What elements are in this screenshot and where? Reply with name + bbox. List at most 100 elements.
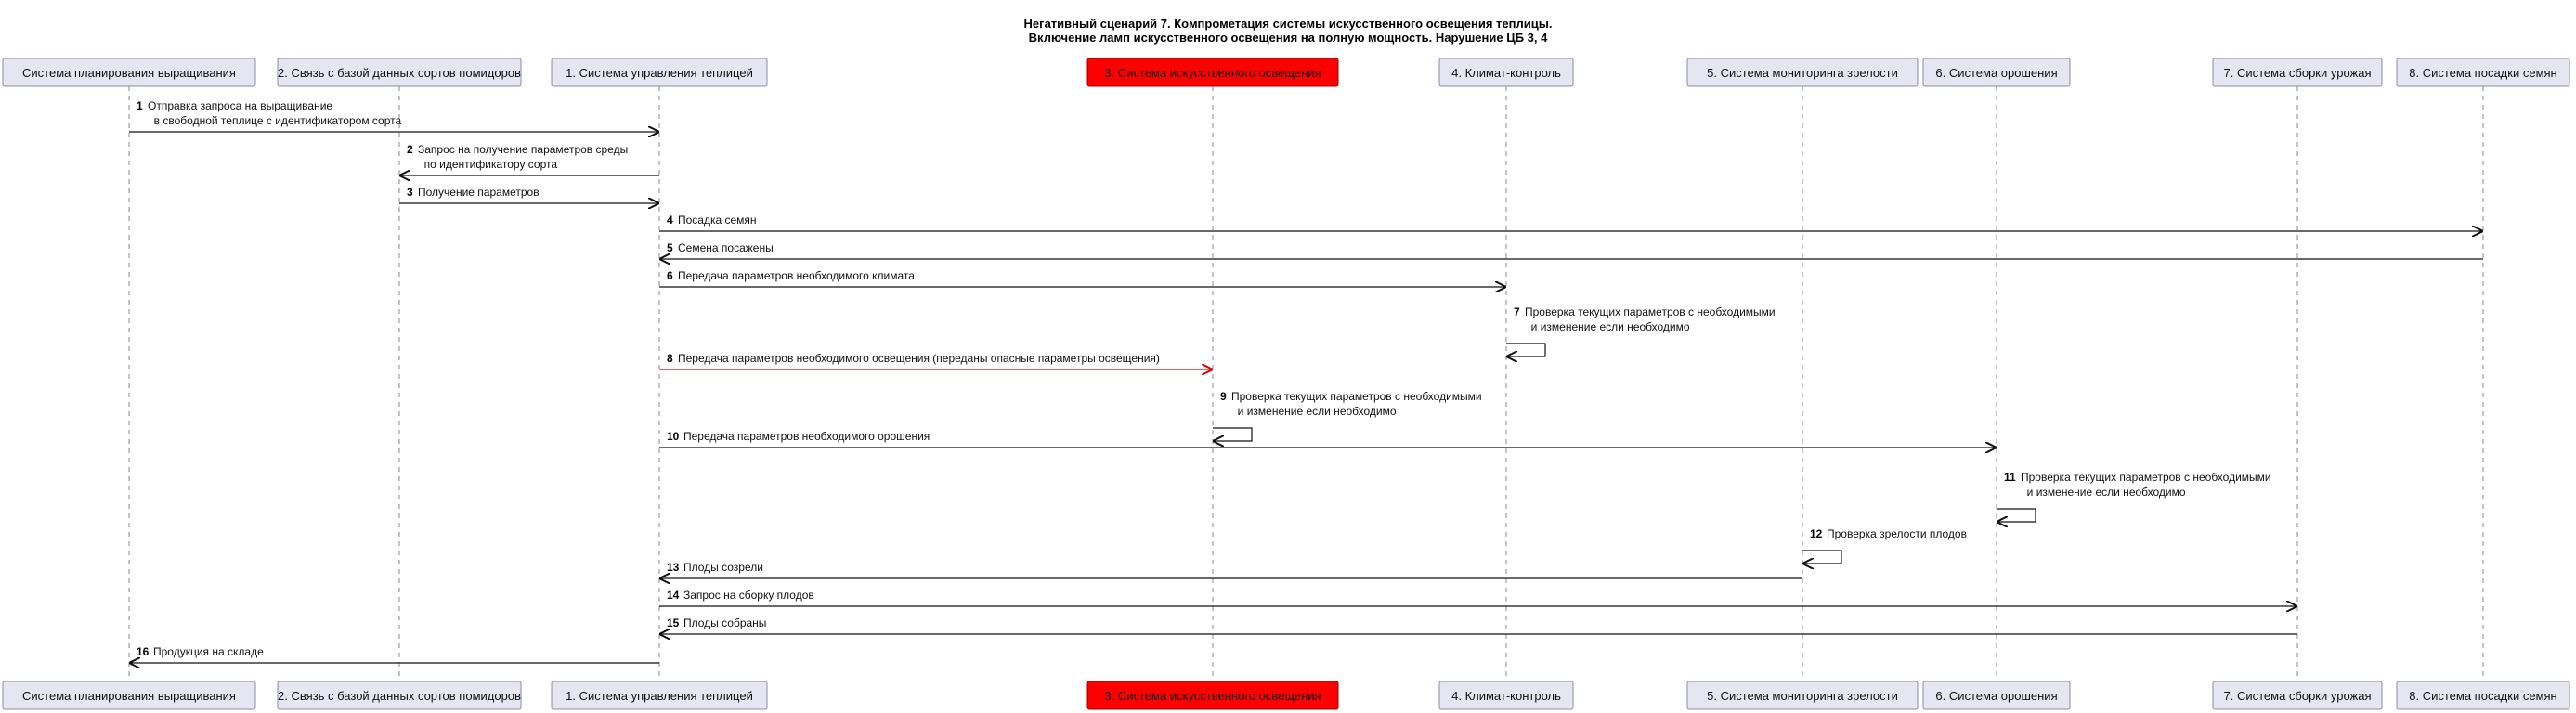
message-label: Запрос на сборку плодов	[683, 589, 814, 602]
lifelines	[128, 86, 2484, 681]
participant-label: 3. Система искусственного освещения	[1104, 66, 1321, 80]
participant-box	[1922, 58, 2071, 87]
message-label: Проверка текущих параметров с необходимы…	[1525, 305, 1776, 318]
participant-plant-bottom: 8. Система посадки семян	[2396, 681, 2570, 710]
participant-box	[1686, 58, 1919, 87]
message-label: Проверка зрелости плодов	[1827, 527, 1967, 540]
message-number: 3	[407, 186, 413, 199]
diagram-title-line-1: Негативный сценарий 7. Компрометация сис…	[1024, 17, 1553, 31]
participant-box	[1686, 681, 1919, 710]
participant-box	[2212, 58, 2383, 87]
participant-label: 2. Связь с базой данных сортов помидоров	[278, 66, 521, 80]
message-number: 10	[667, 430, 680, 443]
participant-label: 5. Система мониторинга зрелости	[1707, 689, 1898, 703]
participant-label: 6. Система орошения	[1935, 66, 2057, 80]
participant-box	[1086, 58, 1339, 87]
participant-label: 7. Система сборки урожая	[2223, 66, 2371, 80]
message-number: 13	[667, 561, 680, 574]
participant-db-top: 2. Связь с базой данных сортов помидоров	[277, 58, 522, 87]
message-label: Проверка текущих параметров с необходимы…	[1231, 390, 1482, 403]
message-label: Отправка запроса на выращивание	[148, 99, 332, 112]
participant-box	[2, 58, 256, 87]
participant-box	[2, 681, 256, 710]
participant-climate-bottom: 4. Климат-контроль	[1438, 681, 1574, 710]
message-number: 9	[1220, 390, 1227, 403]
message-label: Посадка семян	[678, 214, 757, 227]
participant-box	[2396, 58, 2570, 87]
participant-box	[1438, 681, 1574, 710]
participant-ctrl-top: 1. Система управления теплицей	[551, 58, 768, 87]
participant-box	[551, 681, 768, 710]
message-7: 7 Проверка текущих параметров с необходим…	[1506, 305, 1776, 356]
participant-box	[277, 681, 522, 710]
participant-label: Система планирования выращивания	[22, 66, 236, 80]
participant-harvest-top: 7. Система сборки урожая	[2212, 58, 2383, 87]
participant-box	[551, 58, 768, 87]
participant-label: 5. Система мониторинга зрелости	[1707, 66, 1898, 80]
message-label: Плоды собраны	[683, 616, 766, 629]
participant-label: 4. Климат-контроль	[1451, 689, 1561, 703]
message-label: Передача параметров необходимого орошени…	[683, 430, 930, 443]
participant-label: 1. Система управления теплицей	[566, 689, 753, 703]
participant-label: 3. Система искусственного освещения	[1104, 689, 1321, 703]
diagram-title-line-2: Включение ламп искусственного освещения …	[1029, 31, 1548, 45]
message-label: Получение параметров	[418, 186, 540, 199]
participant-harvest-bottom: 7. Система сборки урожая	[2212, 681, 2383, 710]
participant-climate-top: 4. Климат-контроль	[1438, 58, 1574, 87]
participant-box	[1086, 681, 1339, 710]
message-number: 5	[667, 241, 673, 254]
message-3: 3 Получение параметров	[399, 186, 659, 203]
message-number: 7	[1514, 305, 1520, 318]
participant-light-top: 3. Система искусственного освещения	[1086, 58, 1339, 87]
self-message-arrow	[1997, 508, 2036, 522]
participant-plant-top: 8. Система посадки семян	[2396, 58, 2570, 87]
participant-box	[1438, 58, 1574, 87]
participant-label: 8. Система посадки семян	[2409, 66, 2556, 80]
participant-label: Система планирования выращивания	[22, 689, 236, 703]
message-label: по идентификатору сорта	[418, 158, 557, 171]
self-message-arrow	[1506, 343, 1546, 356]
participant-plan-top: Система планирования выращивания	[2, 58, 256, 87]
participant-box	[277, 58, 522, 87]
message-9: 9 Проверка текущих параметров с необходим…	[1213, 390, 1482, 441]
message-number: 4	[667, 214, 673, 227]
message-label: в свободной теплице с идентификатором со…	[148, 114, 401, 127]
message-label: и изменение если необходимо	[1231, 405, 1397, 418]
participant-box	[2396, 681, 2570, 710]
message-label: Передача параметров необходимого освещен…	[678, 352, 1160, 365]
message-number: 14	[667, 589, 680, 602]
message-label: и изменение если необходимо	[1525, 320, 1690, 333]
message-number: 2	[407, 143, 413, 156]
participant-label: 1. Система управления теплицей	[566, 66, 753, 80]
message-number: 8	[667, 352, 673, 365]
message-4: 4 Посадка семян	[659, 214, 2483, 231]
participant-plan-bottom: Система планирования выращивания	[2, 681, 256, 710]
message-12: 12 Проверка зрелости плодов	[1802, 527, 1967, 564]
participant-label: 8. Система посадки семян	[2409, 689, 2556, 703]
participant-db-bottom: 2. Связь с базой данных сортов помидоров	[277, 681, 522, 710]
participant-ripe-top: 5. Система мониторинга зрелости	[1686, 58, 1919, 87]
self-message-arrow	[1213, 427, 1253, 441]
message-number: 16	[137, 645, 150, 658]
participant-water-bottom: 6. Система орошения	[1922, 681, 2071, 710]
participant-water-top: 6. Система орошения	[1922, 58, 2071, 87]
participant-box	[2212, 681, 2383, 710]
participant-label: 2. Связь с базой данных сортов помидоров	[278, 689, 521, 703]
participant-label: 6. Система орошения	[1935, 689, 2057, 703]
message-number: 12	[1810, 527, 1823, 540]
message-number: 11	[2004, 471, 2016, 484]
participant-label: 7. Система сборки урожая	[2223, 689, 2371, 703]
self-message-arrow	[1802, 550, 1842, 564]
message-8: 8 Передача параметров необходимого освеще…	[659, 352, 1213, 369]
participant-light-bottom: 3. Система искусственного освещения	[1086, 681, 1339, 710]
